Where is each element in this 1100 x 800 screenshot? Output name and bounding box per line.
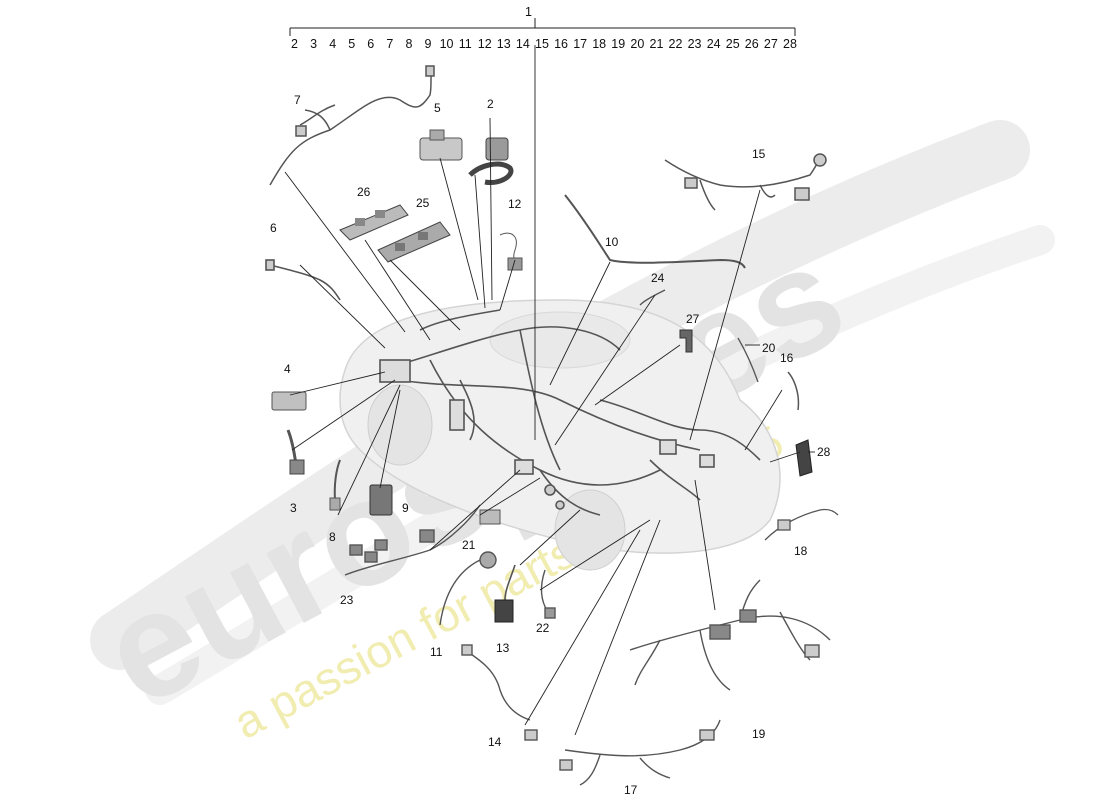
callout-6: 6 bbox=[270, 221, 277, 235]
callout-21: 21 bbox=[462, 538, 476, 552]
part-23-harness bbox=[344, 504, 481, 576]
part-21-connector bbox=[479, 509, 501, 525]
part-3-hose bbox=[286, 429, 305, 475]
header-sub-number: 20 bbox=[630, 37, 644, 51]
header-sub-number: 3 bbox=[310, 37, 317, 51]
callout-3: 3 bbox=[290, 501, 297, 515]
header-sub-number: 6 bbox=[367, 37, 374, 51]
callout-18: 18 bbox=[794, 544, 808, 558]
header-sub-number: 28 bbox=[783, 37, 797, 51]
part-15-harness bbox=[664, 153, 827, 211]
part-5-module bbox=[419, 129, 463, 161]
part-22-wire bbox=[540, 569, 556, 619]
part-26-bracket bbox=[339, 204, 409, 241]
part-12-connector bbox=[499, 232, 523, 271]
header-sub-number: 7 bbox=[386, 37, 393, 51]
header-sub-number: 14 bbox=[516, 37, 530, 51]
callout-22: 22 bbox=[536, 621, 550, 635]
part-7-harness bbox=[269, 65, 435, 186]
header-sub-number: 18 bbox=[592, 37, 606, 51]
part-17-harness bbox=[559, 719, 721, 786]
part-9-connector bbox=[369, 484, 393, 516]
part-20-wire bbox=[737, 337, 759, 383]
callout-8: 8 bbox=[329, 530, 336, 544]
callout-12: 12 bbox=[508, 197, 522, 211]
header-sub-number: 13 bbox=[497, 37, 511, 51]
header-sub-number: 27 bbox=[764, 37, 778, 51]
header-sub-number: 23 bbox=[688, 37, 702, 51]
callout-17: 17 bbox=[624, 783, 638, 797]
car-body bbox=[339, 299, 781, 571]
part-19-harness bbox=[629, 579, 831, 691]
callout-19: 19 bbox=[752, 727, 766, 741]
header-sub-number: 4 bbox=[329, 37, 336, 51]
callout-25: 25 bbox=[416, 196, 430, 210]
header-sub-number: 5 bbox=[348, 37, 355, 51]
callout-24: 24 bbox=[651, 271, 665, 285]
callout-28: 28 bbox=[817, 445, 831, 459]
header-sub-number: 24 bbox=[707, 37, 721, 51]
callout-11: 11 bbox=[430, 645, 443, 659]
part-2-sensor bbox=[468, 137, 514, 186]
callout-27: 27 bbox=[686, 312, 700, 326]
part-4-module bbox=[271, 391, 307, 411]
callout-16: 16 bbox=[780, 351, 794, 365]
part-25-bracket bbox=[377, 221, 451, 263]
header-sub-number: 12 bbox=[478, 37, 492, 51]
leader-lines bbox=[284, 45, 815, 736]
callout-9: 9 bbox=[402, 501, 409, 515]
callout-4: 4 bbox=[284, 362, 291, 376]
callouts: 2 3 4 5 6 7 8 9 10 11 12 13 14 15 16 17 … bbox=[270, 93, 831, 797]
header-sub-number: 19 bbox=[611, 37, 625, 51]
header-sub-number: 9 bbox=[425, 37, 432, 51]
callout-5: 5 bbox=[434, 101, 441, 115]
part-28-bracket bbox=[795, 439, 813, 477]
callout-26: 26 bbox=[357, 185, 371, 199]
part-14-harness bbox=[461, 644, 538, 741]
header-sub-number: 16 bbox=[554, 37, 568, 51]
header-sub-number: 11 bbox=[459, 37, 472, 51]
part-13-grommet bbox=[494, 564, 516, 623]
callout-13: 13 bbox=[496, 641, 510, 655]
part-11-harness bbox=[439, 551, 497, 626]
callout-23: 23 bbox=[340, 593, 354, 607]
part-10-cable bbox=[564, 194, 746, 269]
part-27-bracket bbox=[679, 329, 693, 353]
part-6-harness bbox=[265, 259, 341, 301]
callout-20: 20 bbox=[762, 341, 776, 355]
part-16-wire bbox=[787, 371, 800, 411]
callout-14: 14 bbox=[488, 735, 502, 749]
header-sub-number: 25 bbox=[726, 37, 740, 51]
part-8-cable bbox=[329, 459, 341, 511]
header-sub-number: 17 bbox=[573, 37, 587, 51]
callout-15: 15 bbox=[752, 147, 766, 161]
callout-2: 2 bbox=[487, 97, 494, 111]
callout-1: 1 bbox=[525, 5, 532, 19]
header-sub-number: 2 bbox=[291, 37, 298, 51]
callout-10: 10 bbox=[605, 235, 619, 249]
header-sub-number: 8 bbox=[406, 37, 413, 51]
header-sub-number: 21 bbox=[650, 37, 664, 51]
header-sub-number: 15 bbox=[535, 37, 549, 51]
header-sub-number: 22 bbox=[669, 37, 683, 51]
header-sub-number: 26 bbox=[745, 37, 759, 51]
header-sub-number: 10 bbox=[440, 37, 454, 51]
part-24-wire bbox=[639, 289, 666, 306]
callout-7: 7 bbox=[294, 93, 301, 107]
part-18-wire bbox=[764, 508, 839, 541]
